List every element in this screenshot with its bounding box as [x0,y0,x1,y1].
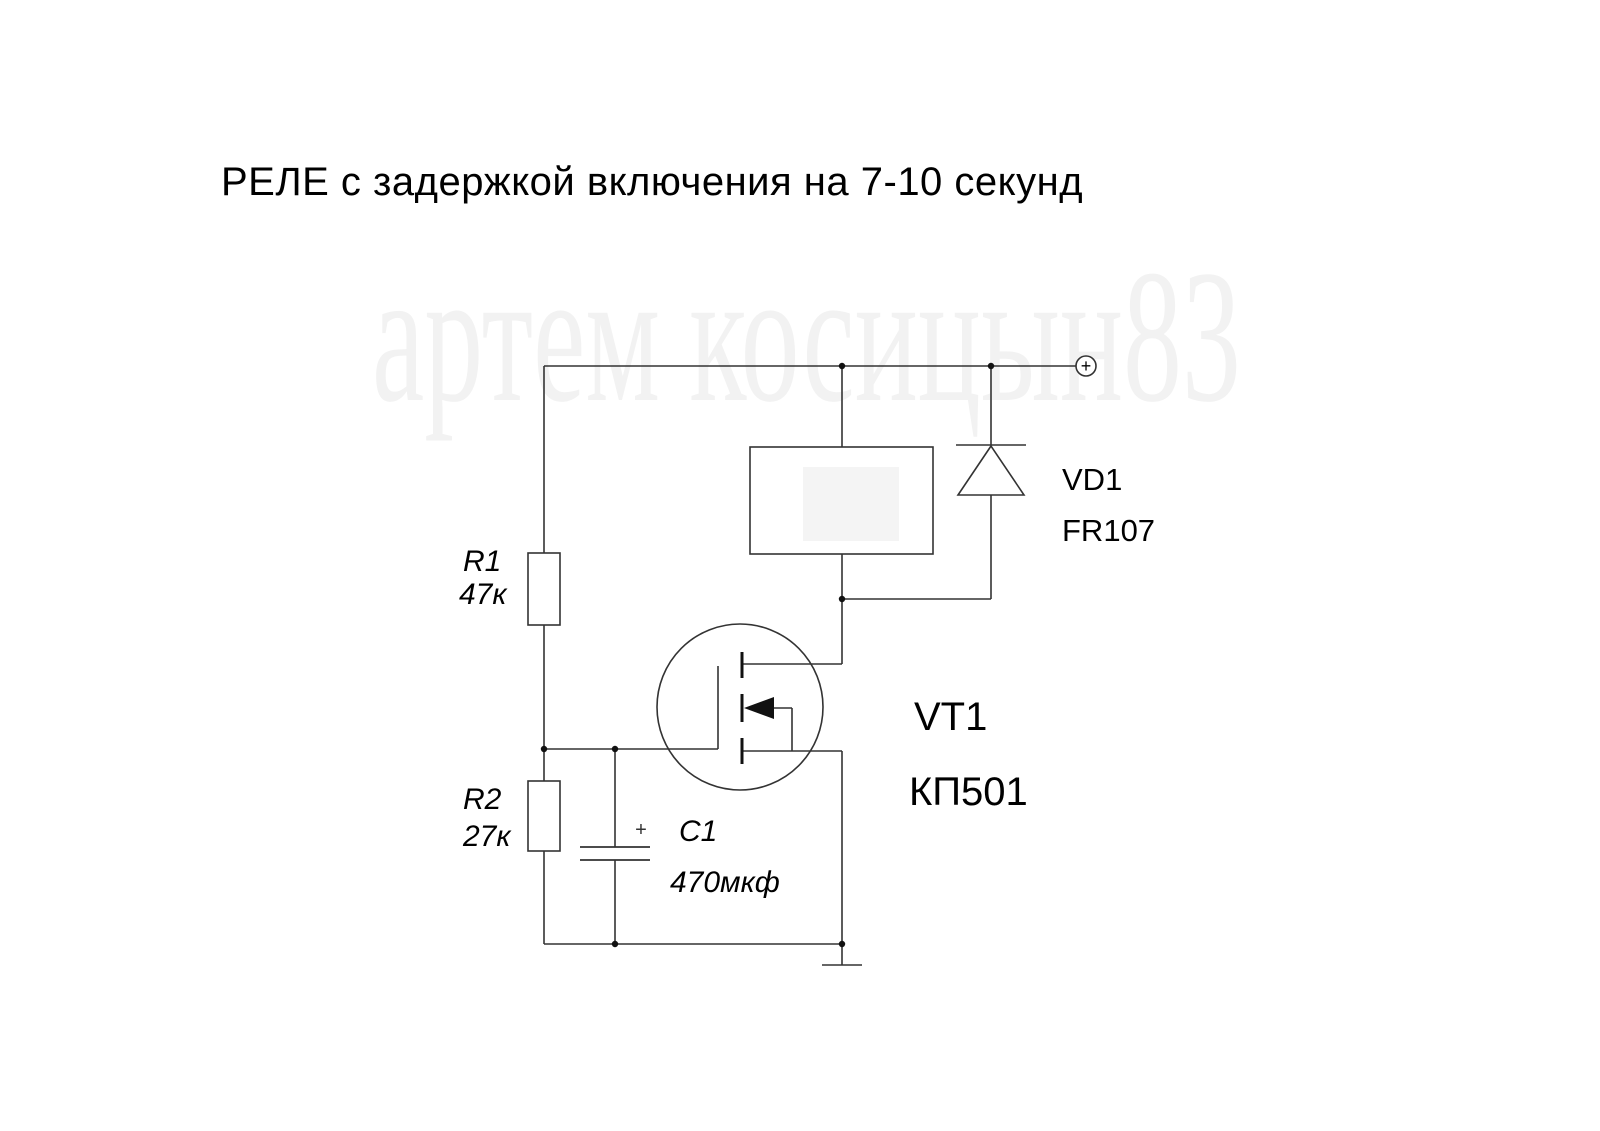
capacitor-c1 [580,846,650,861]
r1-ref-label: R1 [463,545,502,578]
diode-vd1 [956,444,1026,496]
power-terminal: + [1075,355,1097,377]
vt1-part-label: КП501 [909,770,1028,814]
page-title: РЕЛЕ с задержкой включения на 7-10 секун… [221,160,1084,204]
junction-dots [540,362,995,948]
power-terminal-mark: + [1081,356,1092,376]
resistor-r1 [527,552,561,626]
c1-value-label: 470мкф [670,866,780,899]
relay-coil-watermark-patch [803,467,899,541]
r1-value-label: 47к [459,578,507,611]
vd1-ref-label: VD1 [1062,462,1123,497]
c1-polarity-mark: + [635,819,647,841]
r2-ref-label: R2 [463,783,502,816]
vt1-ref-label: VT1 [914,695,988,739]
resistor-r2 [527,780,561,852]
c1-ref-label: C1 [679,815,718,848]
vd1-part-label: FR107 [1062,513,1156,548]
watermark-text: артем косицын83 [372,232,1241,442]
mosfet-vt1 [656,623,824,791]
r2-value-label: 27к [463,820,511,853]
